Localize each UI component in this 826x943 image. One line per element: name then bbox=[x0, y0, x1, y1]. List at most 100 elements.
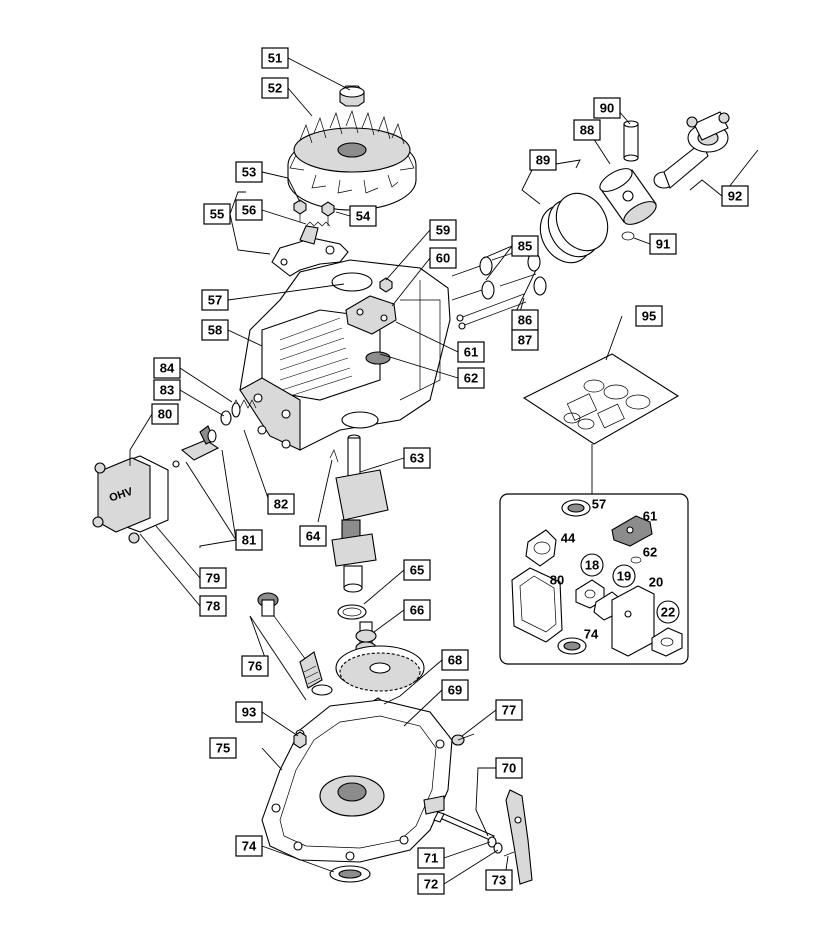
svg-text:44: 44 bbox=[561, 531, 576, 546]
svg-text:68: 68 bbox=[448, 653, 462, 668]
kit-circle-22: 22 bbox=[656, 600, 680, 624]
label-71: 71 bbox=[417, 847, 445, 869]
kit-label-74: 74 bbox=[584, 627, 599, 642]
svg-text:62: 62 bbox=[464, 371, 478, 386]
governor-shaft-70-part bbox=[433, 811, 495, 841]
washer-72-part bbox=[493, 842, 503, 854]
label-84: 84 bbox=[153, 357, 181, 379]
svg-text:93: 93 bbox=[242, 705, 256, 720]
label-62: 62 bbox=[457, 367, 485, 389]
label-72: 72 bbox=[417, 873, 445, 895]
label-90: 90 bbox=[593, 97, 621, 119]
engine-block-part bbox=[239, 259, 451, 451]
svg-text:56: 56 bbox=[242, 203, 256, 218]
label-61: 61 bbox=[457, 341, 485, 363]
svg-text:70: 70 bbox=[502, 761, 516, 776]
svg-text:86: 86 bbox=[518, 313, 532, 328]
label-81: 81 bbox=[235, 529, 263, 551]
rocker-arm-part bbox=[180, 425, 220, 461]
piston-rings-89-part bbox=[539, 192, 609, 264]
svg-text:62: 62 bbox=[643, 545, 657, 560]
label-51: 51 bbox=[261, 47, 289, 69]
kit-gasket-20-part bbox=[611, 585, 655, 657]
oil-seal-65-part bbox=[337, 604, 367, 620]
svg-text:57: 57 bbox=[592, 497, 606, 512]
label-59: 59 bbox=[429, 219, 457, 241]
dipstick-part bbox=[257, 592, 333, 696]
label-93: 93 bbox=[235, 701, 263, 723]
svg-text:90: 90 bbox=[600, 101, 614, 116]
label-56: 56 bbox=[235, 199, 263, 221]
svg-text:80: 80 bbox=[158, 407, 172, 422]
svg-text:65: 65 bbox=[410, 563, 424, 578]
label-53: 53 bbox=[235, 161, 263, 183]
gasket-kit-bag-part bbox=[522, 353, 680, 445]
svg-text:82: 82 bbox=[274, 497, 288, 512]
washer-83-part bbox=[220, 410, 232, 426]
svg-text:19: 19 bbox=[617, 569, 631, 584]
label-77: 77 bbox=[495, 699, 523, 721]
svg-text:20: 20 bbox=[649, 575, 663, 590]
label-66: 66 bbox=[403, 599, 431, 621]
kit-label-62: 62 bbox=[643, 545, 657, 560]
kit-circle-19: 19 bbox=[612, 564, 636, 588]
pin-73-part bbox=[503, 851, 515, 857]
svg-text:84: 84 bbox=[160, 361, 175, 376]
svg-text:55: 55 bbox=[210, 207, 224, 222]
label-64: 64 bbox=[299, 525, 327, 547]
kit-gasket-61-part bbox=[611, 515, 653, 547]
oil-seal-74-part bbox=[329, 865, 371, 883]
label-85: 85 bbox=[511, 235, 539, 257]
piston-pin-90-part bbox=[623, 120, 639, 162]
label-54: 54 bbox=[349, 205, 377, 227]
valve-spring-84-part bbox=[231, 399, 257, 418]
label-82: 82 bbox=[267, 493, 295, 515]
screw-59-part bbox=[379, 277, 393, 293]
svg-text:22: 22 bbox=[661, 605, 675, 620]
svg-text:72: 72 bbox=[424, 877, 438, 892]
governor-lever-part bbox=[505, 789, 533, 885]
svg-text:61: 61 bbox=[464, 345, 478, 360]
svg-text:66: 66 bbox=[410, 603, 424, 618]
kit-seal-57-part bbox=[561, 499, 591, 517]
kit-circle-18: 18 bbox=[580, 553, 604, 577]
key-64-part bbox=[329, 449, 339, 463]
kit-label-80: 80 bbox=[550, 573, 564, 588]
label-70: 70 bbox=[495, 757, 523, 779]
svg-text:78: 78 bbox=[206, 599, 220, 614]
svg-text:63: 63 bbox=[410, 451, 424, 466]
label-52: 52 bbox=[261, 77, 289, 99]
svg-text:81: 81 bbox=[242, 533, 256, 548]
label-91: 91 bbox=[649, 233, 677, 255]
kit-gasket-80-part bbox=[511, 567, 563, 643]
svg-text:54: 54 bbox=[356, 209, 371, 224]
svg-text:75: 75 bbox=[216, 741, 230, 756]
kit-seal-74-part bbox=[557, 637, 587, 655]
crankshaft-part bbox=[331, 434, 389, 593]
svg-text:73: 73 bbox=[492, 873, 506, 888]
label-78: 78 bbox=[199, 595, 227, 617]
bolt-77-part bbox=[451, 733, 475, 746]
label-73: 73 bbox=[485, 869, 513, 891]
label-92: 92 bbox=[721, 185, 749, 207]
svg-text:79: 79 bbox=[206, 571, 220, 586]
label-86: 86 bbox=[511, 309, 539, 331]
svg-text:52: 52 bbox=[268, 81, 282, 96]
label-87: 87 bbox=[511, 329, 539, 351]
label-83: 83 bbox=[153, 379, 181, 401]
label-76: 76 bbox=[241, 655, 269, 677]
flywheel-part bbox=[287, 109, 417, 211]
label-60: 60 bbox=[429, 247, 457, 269]
svg-text:64: 64 bbox=[306, 529, 321, 544]
label-79: 79 bbox=[199, 567, 227, 589]
svg-text:87: 87 bbox=[518, 333, 532, 348]
label-63: 63 bbox=[403, 447, 431, 469]
svg-text:51: 51 bbox=[268, 51, 282, 66]
svg-text:76: 76 bbox=[248, 659, 262, 674]
svg-text:58: 58 bbox=[208, 323, 222, 338]
svg-text:53: 53 bbox=[242, 165, 256, 180]
screw-54-part bbox=[321, 201, 335, 226]
piston-88-part bbox=[599, 168, 657, 225]
svg-text:77: 77 bbox=[502, 703, 516, 718]
